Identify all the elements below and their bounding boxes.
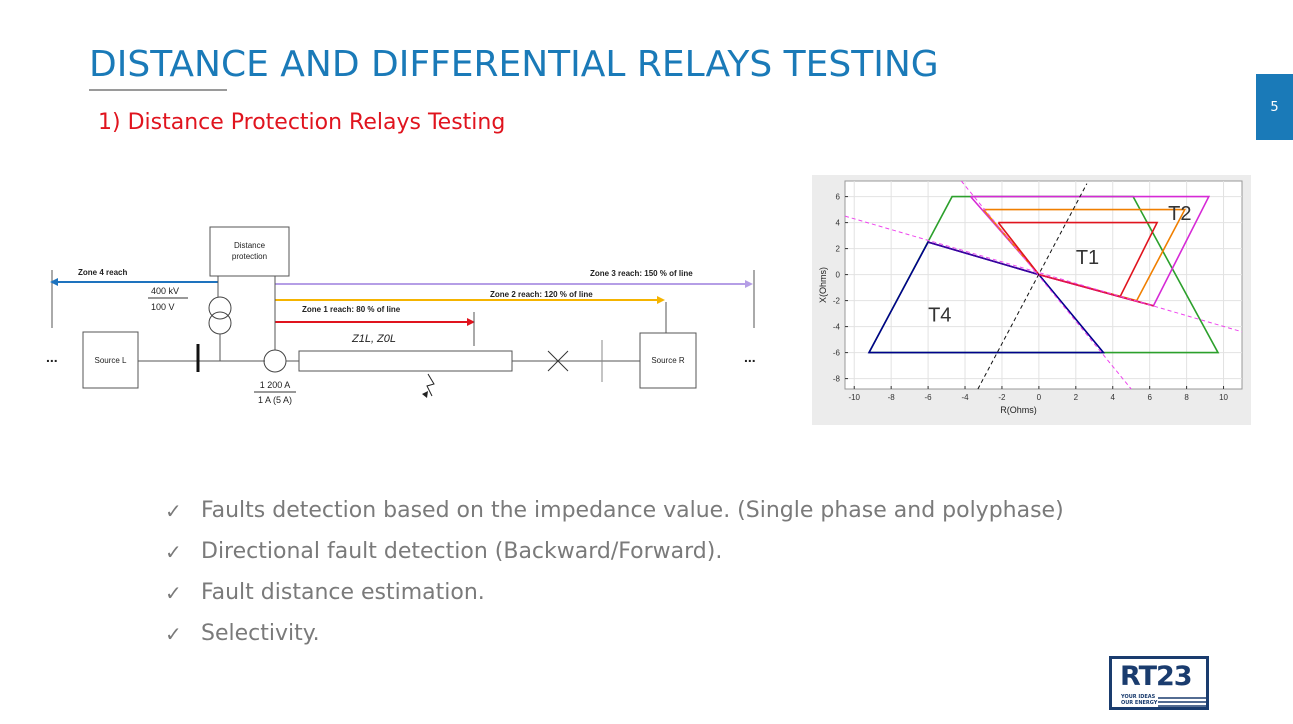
logo-lines-icon [1158,697,1208,707]
x-tick-label: 8 [1184,393,1189,402]
vt-circle-bottom [208,311,232,335]
ct-circle [263,349,287,373]
bullet-item: ✓ Fault distance estimation. [165,572,1064,613]
zone-annotation: T2 [1168,203,1191,225]
bullet-text: Directional fault detection (Backward/Fo… [201,539,723,564]
y-tick-label: -2 [833,297,841,306]
zone-annotation: T4 [928,304,951,326]
vt-secondary-label: 100 V [151,302,175,312]
page-number: 5 [1256,74,1293,140]
x-tick-label: 10 [1219,393,1228,402]
slide-subtitle: 1) Distance Protection Relays Testing [98,110,506,135]
y-tick-label: -4 [833,323,841,332]
y-tick-label: 0 [836,271,841,280]
breaker-x-b [547,350,569,372]
left-ellipsis: ... [46,349,58,365]
plot-area [844,180,1243,390]
bullet-text: Fault distance estimation. [201,580,485,605]
x-tick-label: 4 [1111,393,1116,402]
zone2-label: Zone 2 reach: 120 % of line [490,290,593,299]
source-right-box [639,332,697,389]
logo-text: RT23 [1120,661,1193,692]
y-tick-label: 2 [836,245,841,254]
y-tick-label: 4 [836,219,841,228]
y-axis-label: X(Ohms) [818,267,828,303]
series-line [977,183,1088,390]
source-left-label: Source L [94,356,127,365]
check-icon: ✓ [165,498,182,523]
y-tick-label: 6 [836,193,841,202]
zone4-label: Zone 4 reach [78,268,127,277]
x-tick-label: -10 [848,393,860,402]
x-tick-label: -8 [888,393,896,402]
vt-primary-label: 400 kV [151,286,179,296]
bullet-item: ✓ Selectivity. [165,613,1064,654]
ct-primary-label: 1 200 A [260,380,291,390]
x-tick-label: 2 [1074,393,1079,402]
check-icon: ✓ [165,621,182,646]
transmission-line-block [298,350,513,372]
y-tick-label: -6 [833,349,841,358]
source-left-box [82,331,139,389]
x-tick-label: -4 [961,393,969,402]
ct-secondary-label: 1 A (5 A) [258,395,292,405]
source-right-label: Source R [651,356,685,365]
series-line [927,241,1040,276]
x-tick-label: 6 [1147,393,1152,402]
x-axis-label: R(Ohms) [1000,405,1037,415]
series-line [960,180,1132,390]
feature-list: ✓ Faults detection based on the impedance… [165,490,1064,654]
impedance-label: Z1L, Z0L [351,333,396,345]
logo-tagline-1: YOUR IDEAS [1121,694,1156,700]
distance-protection-diagram: Distance protection Zone 4 reach Zone 3 … [46,226,756,405]
bullet-item: ✓ Faults detection based on the impedance… [165,490,1064,531]
zone4-arrowhead [50,278,58,286]
bullet-text: Selectivity. [201,621,320,646]
check-icon: ✓ [165,580,182,605]
right-ellipsis: ... [744,349,756,365]
relay-label-2: protection [232,252,267,261]
zone-annotation: T1 [1076,247,1099,269]
zone2-arrowhead [657,296,665,304]
x-tick-label: 0 [1037,393,1042,402]
logo-tagline-2: OUR ENERGY [1121,700,1158,706]
fault-bolt-tip [422,391,428,398]
zone3-label: Zone 3 reach: 150 % of line [590,269,693,278]
zone1-label: Zone 1 reach: 80 % of line [302,305,401,314]
zone1-arrowhead [467,318,475,326]
y-tick-label: -8 [833,375,841,384]
relay-box [209,226,290,277]
fault-bolt [426,373,435,397]
x-tick-label: -2 [998,393,1006,402]
relay-label-1: Distance [234,241,266,250]
title-underline [89,89,227,91]
series-line [844,215,1243,333]
bullet-item: ✓ Directional fault detection (Backward/F… [165,531,1064,572]
x-tick-label: -6 [925,393,933,402]
check-icon: ✓ [165,539,182,564]
bullet-text: Faults detection based on the impedance … [201,498,1064,523]
slide-title: DISTANCE AND DIFFERENTIAL RELAYS TESTING [89,44,939,85]
rt23-logo: RT23 YOUR IDEAS OUR ENERGY [1109,656,1209,710]
vt-circle-top [208,296,232,320]
zone3-arrowhead [745,280,753,288]
